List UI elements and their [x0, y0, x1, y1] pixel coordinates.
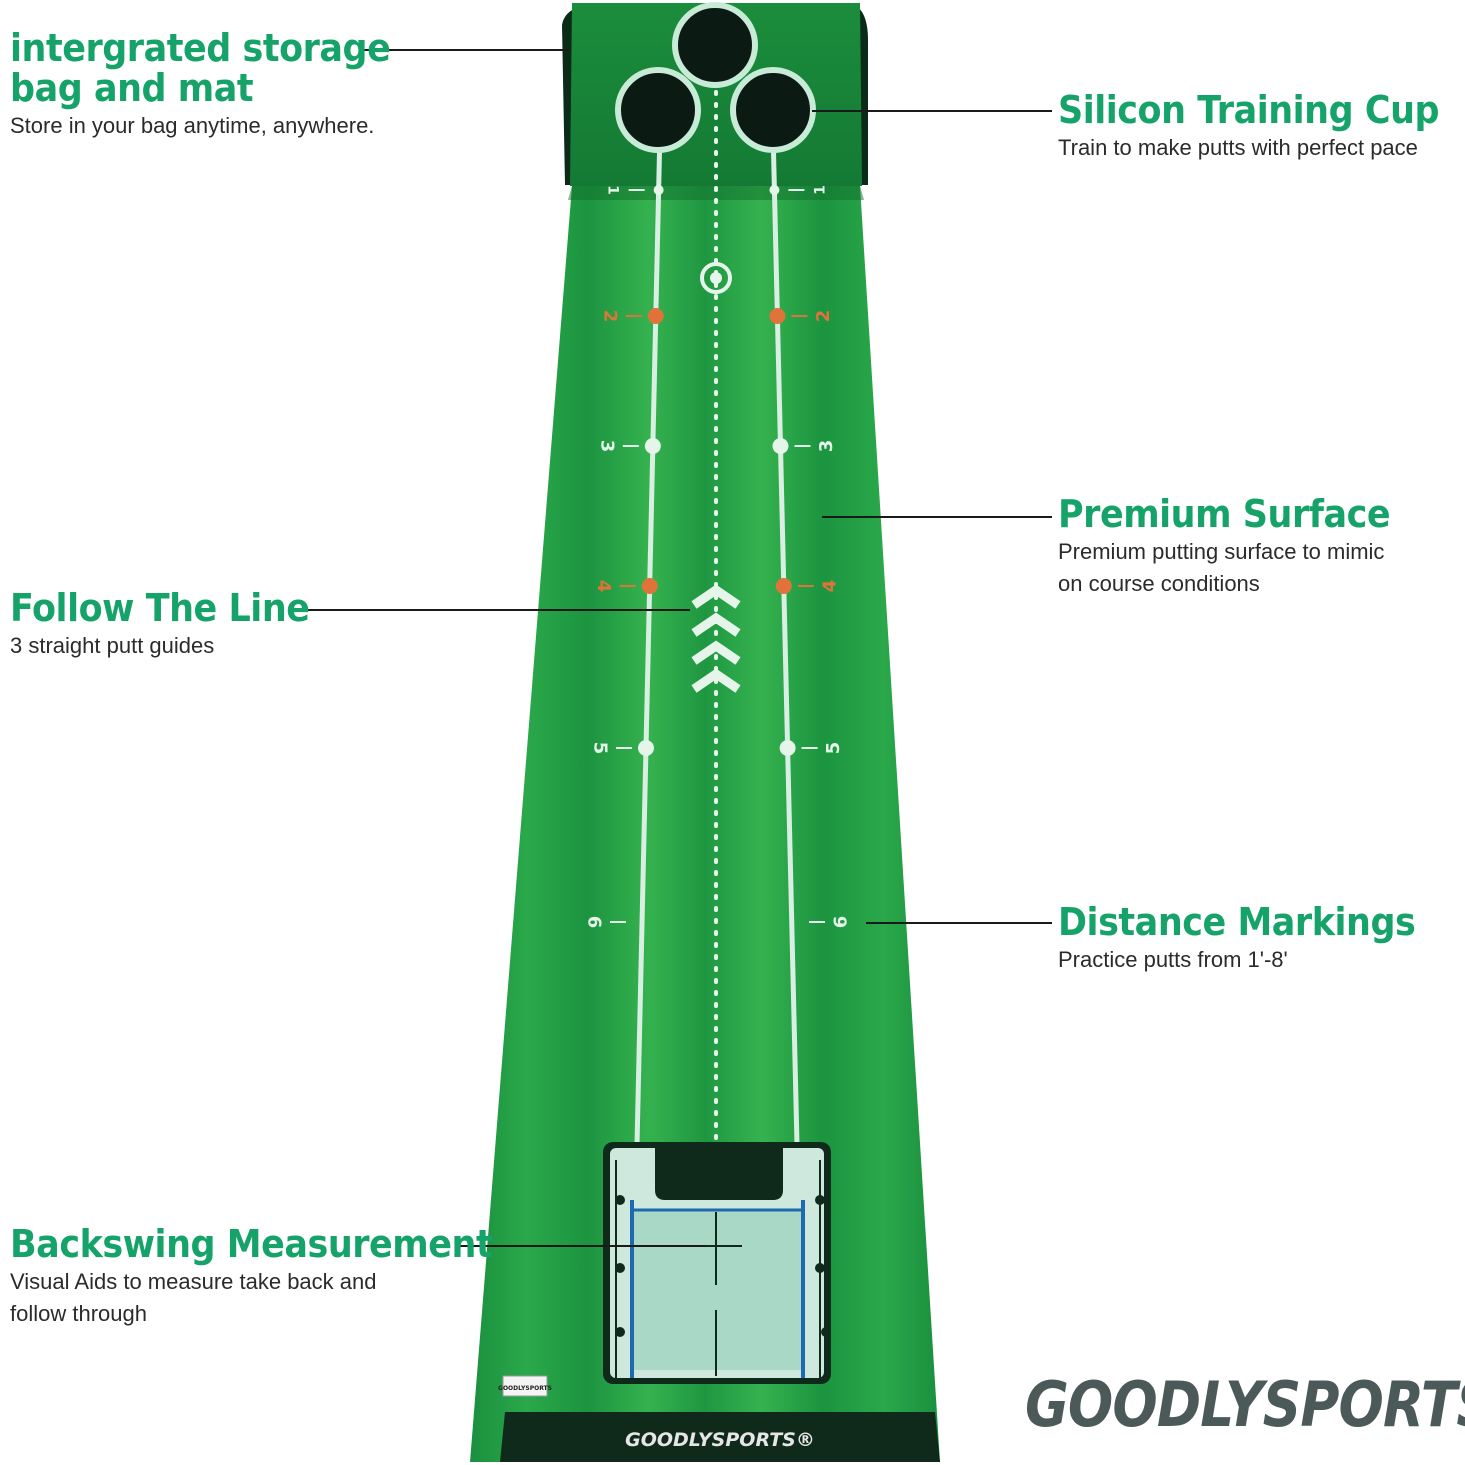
backswing-pad	[603, 1142, 831, 1384]
distance-label-r-5: 5	[823, 742, 844, 755]
distance-label-l-2: 2	[599, 310, 620, 323]
distance-dot-l-2	[647, 308, 664, 324]
distance-dot-l-4	[641, 578, 658, 594]
distance-description: Practice putts from 1'-8'	[1058, 947, 1288, 972]
mat-tag: GOODLYSPORTS	[498, 1375, 552, 1397]
line-callout: Follow The Line 3 straight putt guides	[10, 588, 336, 662]
distance-label-r-2: 2	[813, 310, 834, 323]
storage-title-line2: bag and mat	[10, 66, 254, 110]
cup-leader-line	[812, 110, 1052, 112]
distance-dot-r-3	[772, 438, 789, 454]
surface-description-line1: Premium putting surface to mimic	[1058, 539, 1385, 564]
distance-dot-r-4	[775, 578, 792, 594]
storage-callout: intergrated storage bag and mat Store in…	[10, 28, 423, 142]
line-description: 3 straight putt guides	[10, 633, 215, 658]
surface-callout: Premium Surface Premium putting surface …	[1058, 494, 1419, 600]
line-title: Follow The Line	[10, 586, 310, 630]
backswing-description-line1: Visual Aids to measure take back and	[10, 1269, 377, 1294]
backswing-leader-line	[460, 1245, 706, 1247]
distance-callout: Distance Markings Practice putts from 1'…	[1058, 902, 1446, 976]
cup-title: Silicon Training Cup	[1058, 88, 1440, 132]
backswing-title: Backswing Measurement	[10, 1222, 493, 1266]
mat-footer	[500, 1412, 940, 1462]
distance-markers: 1 1 2 2 3 3 4 4 5 5 6 6	[584, 185, 852, 928]
distance-label-l-5: 5	[589, 742, 610, 755]
storage-title-line1: intergrated storage	[10, 26, 391, 70]
cup-top	[672, 2, 758, 88]
training-cups	[615, 2, 816, 153]
backswing-description-line2: follow through	[10, 1301, 147, 1326]
distance-label-l-4: 4	[593, 580, 614, 593]
distance-label-l-1: 1	[605, 185, 621, 195]
backswing-callout: Backswing Measurement Visual Aids to mea…	[10, 1224, 534, 1330]
surface-title: Premium Surface	[1058, 492, 1391, 536]
distance-dot-l-1	[653, 185, 664, 195]
svg-text:GOODLYSPORTS: GOODLYSPORTS	[498, 1385, 552, 1392]
distance-label-r-3: 3	[816, 440, 837, 453]
putt-guide-lines	[634, 129, 800, 1146]
brand-logo: GOODLYSPORTS®	[1025, 1368, 1465, 1441]
surface-leader-line	[822, 516, 1052, 518]
distance-dot-r-1	[769, 185, 780, 195]
distance-dot-l-3	[644, 438, 661, 454]
mat-footer-logo: GOODLYSPORTS®	[625, 1429, 815, 1451]
distance-label-r-4: 4	[819, 580, 840, 593]
cup-description: Train to make putts with perfect pace	[1058, 135, 1418, 160]
distance-dot-r-2	[769, 308, 786, 324]
brand-name: GOODLYSPORTS	[1025, 1368, 1465, 1441]
surface-description-line2: on course conditions	[1058, 571, 1260, 596]
cup-left	[615, 67, 701, 153]
cup-callout: Silicon Training Cup Train to make putts…	[1058, 90, 1465, 164]
distance-title: Distance Markings	[1058, 900, 1416, 944]
distance-label-r-6: 6	[831, 916, 852, 929]
target-circle	[700, 262, 732, 294]
distance-label-l-6: 6	[584, 916, 605, 929]
line-leader-line	[290, 609, 690, 611]
direction-chevrons	[691, 584, 741, 693]
distance-label-l-3: 3	[596, 440, 617, 453]
storage-description: Store in your bag anytime, anywhere.	[10, 113, 375, 138]
distance-leader-line	[866, 922, 1052, 924]
distance-dot-r-5	[779, 740, 796, 756]
distance-dot-l-5	[637, 740, 654, 756]
distance-label-r-1: 1	[812, 185, 828, 195]
cup-right	[730, 67, 816, 153]
storage-leader-line	[362, 49, 570, 51]
